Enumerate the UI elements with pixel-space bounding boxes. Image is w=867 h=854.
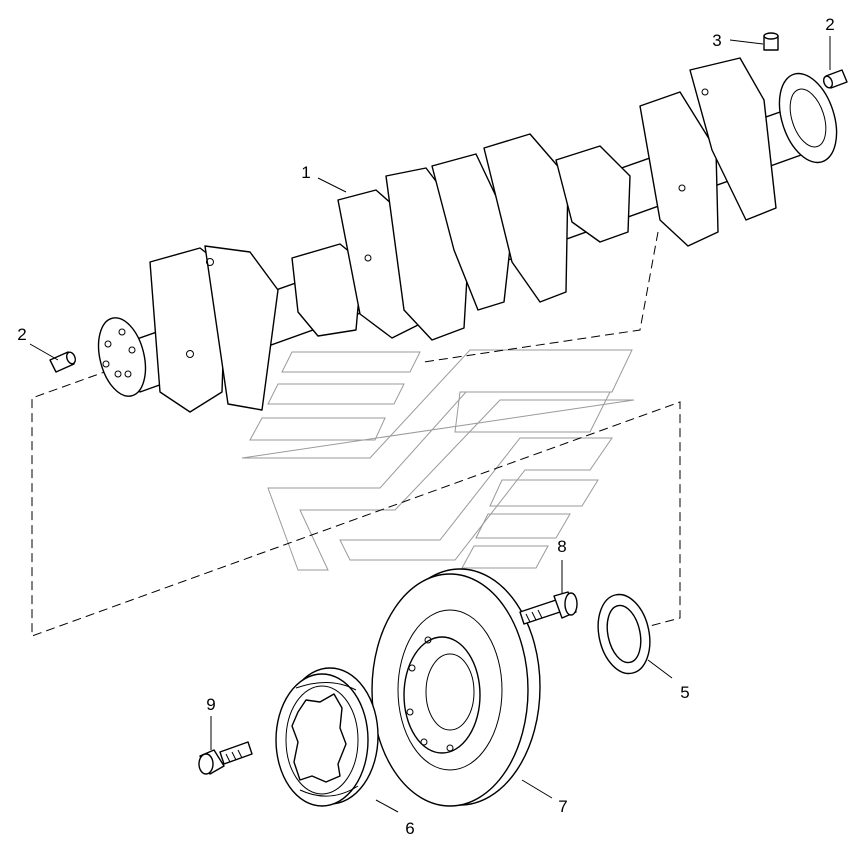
watermark-logo <box>241 349 635 571</box>
callout-3: 3 <box>712 31 721 50</box>
vibration-damper <box>371 568 541 807</box>
callout-1: 1 <box>301 163 310 182</box>
assembly-dashed-lines <box>31 231 681 637</box>
bolt-9 <box>198 741 253 775</box>
pin-3 <box>763 32 779 51</box>
front-bolt-holes <box>102 328 136 378</box>
dowel-pin-front <box>49 351 77 373</box>
seal-ring <box>597 593 651 675</box>
crankshaft-pulley <box>275 667 379 807</box>
callout-5: 5 <box>680 683 689 702</box>
crankshaft <box>97 57 838 413</box>
callout-2-front: 2 <box>17 325 26 344</box>
callout-8: 8 <box>557 537 566 556</box>
bolt-8 <box>519 591 578 625</box>
leader-lines <box>29 36 831 813</box>
callout-2-rear: 2 <box>825 15 834 34</box>
dowel-pin-rear <box>822 69 848 89</box>
callout-labels: 1 2 2 3 5 6 7 8 9 <box>17 15 834 838</box>
damper-bolt-holes <box>406 636 454 752</box>
callout-7: 7 <box>558 797 567 816</box>
callout-9: 9 <box>206 695 215 714</box>
callout-6: 6 <box>405 819 414 838</box>
